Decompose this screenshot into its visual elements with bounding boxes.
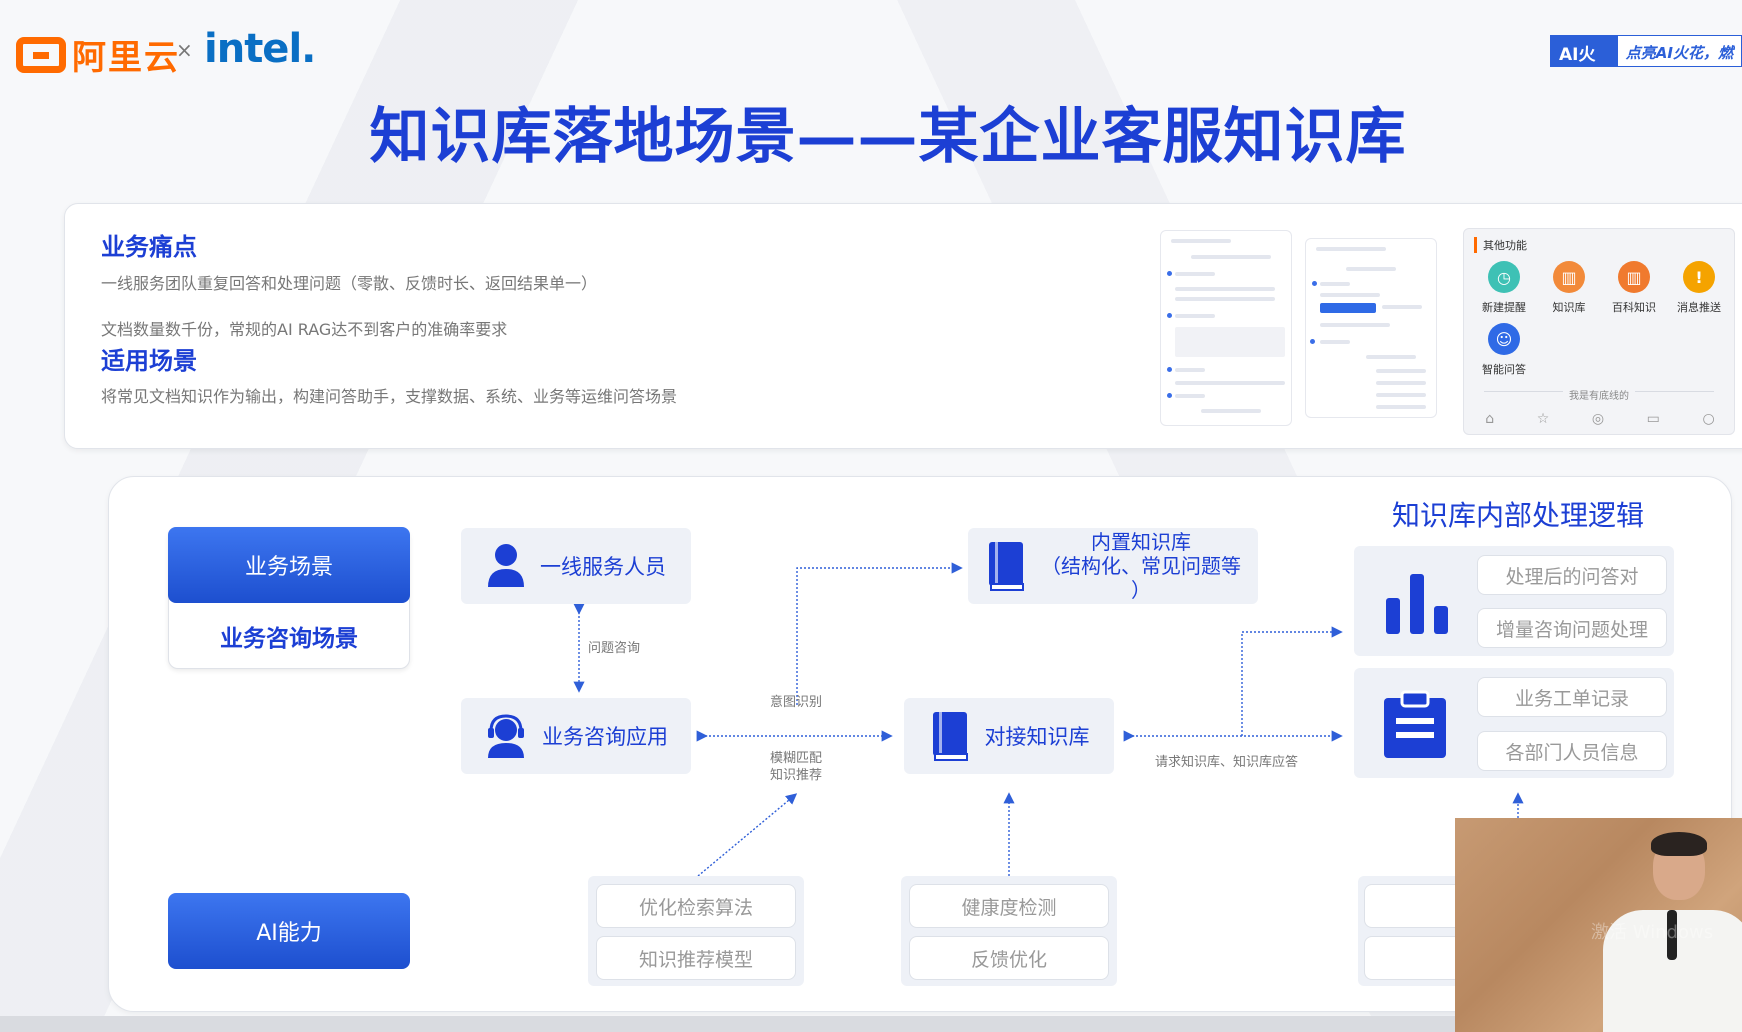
business-scene-value: 业务咨询场景: [220, 626, 358, 652]
event-badge-right: 点亮AI火花，燃: [1617, 36, 1741, 66]
workflow-screenshot-1: [1160, 230, 1292, 426]
label-fuzzy: 模糊匹配 知识推荐: [770, 751, 823, 783]
book-icon: [989, 542, 1024, 591]
clock-icon: ◷: [1488, 261, 1520, 293]
user-icon[interactable]: ○: [1702, 411, 1715, 427]
chip-staff-info: 各部门人员信息: [1477, 731, 1667, 771]
windows-watermark: 激活 Windows: [1591, 922, 1714, 943]
books-icon: ▥: [1618, 261, 1650, 293]
chip-health-check: 健康度检测: [909, 884, 1109, 928]
chip-optimize-search: 优化检索算法: [596, 884, 796, 928]
star-icon[interactable]: ☆: [1536, 411, 1550, 427]
scene-line: 将常见文档知识作为输出，构建问答助手，支撑数据、系统、业务等运维问答场景: [101, 387, 678, 406]
microphone-icon: [1667, 910, 1677, 960]
event-badge: AI火花会 点亮AI火花，燃: [1550, 35, 1742, 67]
label-intent: 意图识别: [770, 695, 823, 710]
speaker-hair: [1651, 832, 1707, 856]
intel-logo: intel.: [204, 26, 316, 72]
feature-label: 新建提醒: [1482, 301, 1526, 314]
feature-label: 百科知识: [1612, 301, 1656, 314]
feature-smart-qa[interactable]: ☺ 智能问答: [1476, 323, 1532, 377]
pain-line-1: 一线服务团队重复回答和处理问题（零散、反馈时长、返回结果单一）: [101, 274, 598, 293]
bar-chart-icon: [1386, 574, 1448, 634]
node-frontline-staff-label: 一线服务人员: [540, 555, 666, 579]
node-builtin-kb[interactable]: 内置知识库 （结构化、常见问题等 ）: [968, 528, 1258, 604]
compass-icon[interactable]: ◎: [1591, 411, 1605, 427]
features-nav: ⌂ ☆ ◎ ▭ ○: [1464, 411, 1736, 427]
person-icon: [488, 544, 524, 587]
chip-processed-qa: 处理后的问答对: [1477, 555, 1667, 595]
chip-feedback: 反馈优化: [909, 936, 1109, 980]
features-panel-title: 其他功能: [1474, 237, 1527, 253]
aliyun-logo: 阿里云: [16, 30, 180, 79]
ai-capability-button[interactable]: AI能力: [168, 893, 410, 969]
bottom-bar: [0, 1016, 1455, 1032]
node-consult-app[interactable]: 业务咨询应用: [461, 698, 691, 774]
logo-separator: ×: [176, 38, 193, 62]
aliyun-logo-text: 阿里云: [72, 38, 180, 78]
feature-label: 知识库: [1552, 301, 1586, 314]
scene-heading: 适用场景: [101, 346, 197, 375]
robot-icon: ☺: [1488, 323, 1520, 355]
bag-icon[interactable]: ▭: [1646, 411, 1660, 427]
chip-incremental: 增量咨询问题处理: [1477, 608, 1667, 648]
workflow-screenshot-2: [1305, 238, 1437, 418]
node-connect-kb-label: 对接知识库: [984, 725, 1090, 749]
right-section-title: 知识库内部处理逻辑: [1392, 499, 1645, 532]
event-badge-left: AI火花会: [1551, 36, 1618, 66]
chip-work-orders: 业务工单记录: [1477, 677, 1667, 717]
feature-encyclopedia[interactable]: ▥ 百科知识: [1606, 261, 1662, 315]
chip-recommend-model: 知识推荐模型: [596, 936, 796, 980]
books-icon: ▥: [1553, 261, 1585, 293]
feature-message-push[interactable]: ! 消息推送: [1671, 261, 1727, 315]
alert-icon: !: [1683, 261, 1715, 293]
node-connect-kb[interactable]: 对接知识库: [904, 698, 1114, 774]
pain-heading: 业务痛点: [101, 232, 197, 261]
clipboard-icon: [1384, 690, 1446, 758]
aliyun-mark-icon: [16, 36, 66, 73]
page-title: 知识库落地场景——某企业客服知识库: [369, 102, 1407, 172]
node-consult-app-label: 业务咨询应用: [542, 725, 668, 749]
feature-knowledge-base[interactable]: ▥ 知识库: [1541, 261, 1597, 315]
features-footer: 我是有底线的: [1484, 391, 1714, 411]
headset-icon: [488, 714, 524, 758]
book-icon: [932, 712, 968, 761]
node-builtin-kb-label: 内置知识库 （结构化、常见问题等 ）: [1041, 530, 1241, 602]
feature-label: 消息推送: [1677, 301, 1721, 314]
node-frontline-staff[interactable]: 一线服务人员: [461, 528, 691, 604]
business-scene-button[interactable]: 业务场景: [168, 527, 410, 603]
home-icon[interactable]: ⌂: [1485, 411, 1495, 427]
label-question: 问题咨询: [588, 641, 641, 656]
feature-new-reminder[interactable]: ◷ 新建提醒: [1476, 261, 1532, 315]
speaker-video: 激活 Windows: [1455, 818, 1742, 1032]
feature-label: 智能问答: [1482, 363, 1526, 376]
other-features-panel: 其他功能 ◷ 新建提醒 ▥ 知识库 ▥ 百科知识 ! 消息推送 ☺ 智能问答 我…: [1463, 228, 1735, 435]
pain-line-2: 文档数量数千份，常规的AI RAG达不到客户的准确率要求: [101, 320, 508, 339]
pain-point-card: [64, 203, 1742, 449]
features-footer-text: 我是有底线的: [1563, 391, 1635, 402]
label-request: 请求知识库、知识库应答: [1155, 755, 1299, 770]
